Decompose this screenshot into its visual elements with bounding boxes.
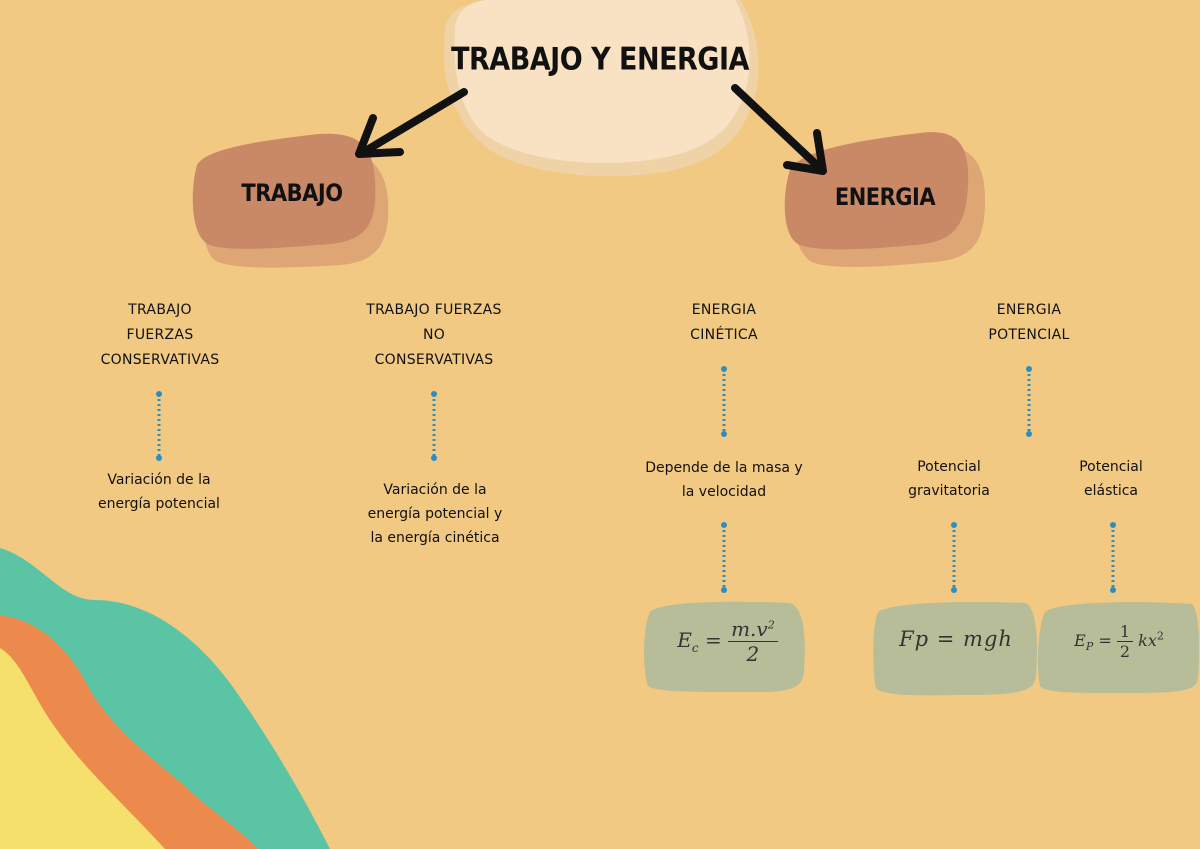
formula-exponent: 2 bbox=[1156, 629, 1164, 643]
trabajo-box bbox=[192, 133, 389, 268]
formula-numerator: 1 bbox=[1116, 622, 1134, 642]
formula-exponent: 2 bbox=[767, 618, 775, 632]
formula-subscript: c bbox=[691, 641, 699, 655]
desc-trabajo-conservativas: Variación de la energía potencial bbox=[98, 472, 220, 512]
branch-label-energia: ENERGIA bbox=[834, 183, 936, 211]
formula-box-elastica bbox=[1037, 602, 1200, 693]
heading-energia-cinetica: ENERGIA CINÉTICA bbox=[690, 302, 758, 343]
desc-trabajo-no-conservativas: Variación de la energía potencial y la e… bbox=[367, 482, 503, 546]
page-title: TRABAJO Y ENERGIA bbox=[451, 41, 749, 78]
wave-yellow bbox=[0, 648, 165, 849]
energia-box bbox=[784, 132, 985, 267]
heading-energia-potencial: ENERGIA POTENCIAL bbox=[988, 302, 1070, 343]
formula-equals: = bbox=[704, 628, 722, 652]
formula-potencial-gravitatoria: Fp = mgh bbox=[899, 627, 1013, 651]
formula-equals: = bbox=[1098, 631, 1112, 650]
formula-fraction: m.v2 2 bbox=[728, 617, 778, 666]
formula-energia-cinetica: Ec = m.v2 2 bbox=[650, 617, 805, 666]
decorative-waves bbox=[0, 548, 330, 849]
formula-denominator: 2 bbox=[746, 642, 760, 666]
label-potencial-gravitatoria: Potencial gravitatoria bbox=[908, 459, 990, 499]
formula-numerator: m.v bbox=[731, 617, 768, 641]
formula-symbol: E bbox=[1074, 631, 1086, 650]
desc-energia-cinetica: Depende de la masa y la velocidad bbox=[645, 460, 803, 500]
formula-fraction: 1 2 bbox=[1116, 622, 1134, 661]
connector-dots bbox=[156, 366, 1116, 593]
formula-variables: kx bbox=[1138, 631, 1157, 650]
heading-trabajo-no-conservativas: TRABAJO FUERZAS NO CONSERVATIVAS bbox=[366, 302, 502, 368]
arrow-to-energia bbox=[731, 84, 827, 175]
heading-trabajo-conservativas: TRABAJO FUERZAS CONSERVATIVAS bbox=[100, 302, 220, 368]
branch-label-trabajo: TRABAJO bbox=[241, 179, 343, 207]
arrow-to-trabajo bbox=[355, 88, 468, 158]
formula-symbol: E bbox=[677, 628, 692, 652]
formula-box-gravitatoria bbox=[873, 601, 1037, 696]
formula-box-cinetica bbox=[644, 601, 805, 693]
formula-subscript: P bbox=[1085, 640, 1094, 654]
title-blob bbox=[444, 0, 759, 177]
dotted-connectors bbox=[157, 369, 1115, 590]
label-potencial-elastica: Potencial elástica bbox=[1079, 459, 1143, 499]
formula-denominator: 2 bbox=[1119, 642, 1131, 661]
formula-potencial-elastica: EP = 1 2 kx2 bbox=[1040, 622, 1198, 661]
